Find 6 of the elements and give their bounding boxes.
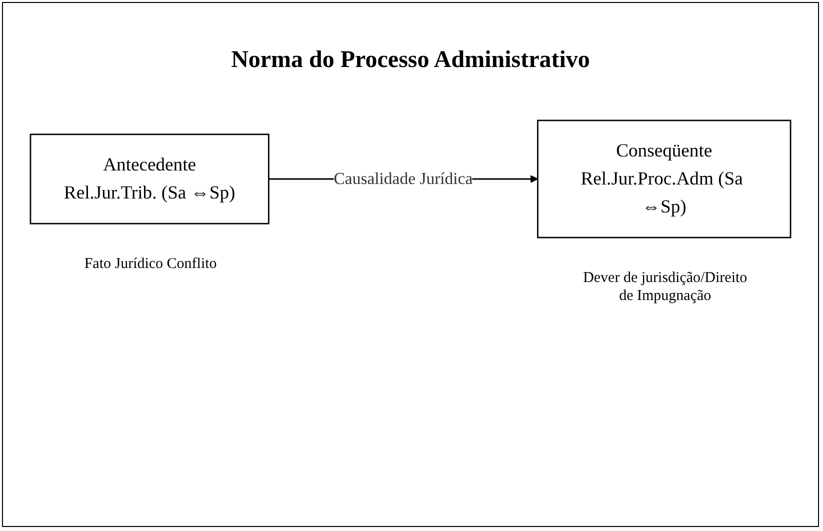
node-note: Fato Jurídico Conflito	[83, 254, 218, 274]
edge-label: Causalidade Jurídica	[334, 169, 473, 188]
node-note: Dever de jurisdição/Direito de Impugnação	[582, 268, 748, 306]
diagram-title: Norma do Processo Administrativo	[230, 47, 591, 74]
node-box: Antecedente Rel.Jur.Trib. (Sa ⇔Sp)	[30, 134, 270, 224]
node-box: Conseqüente Rel.Jur.Proc.Adm (Sa ⇔Sp)	[537, 120, 792, 238]
